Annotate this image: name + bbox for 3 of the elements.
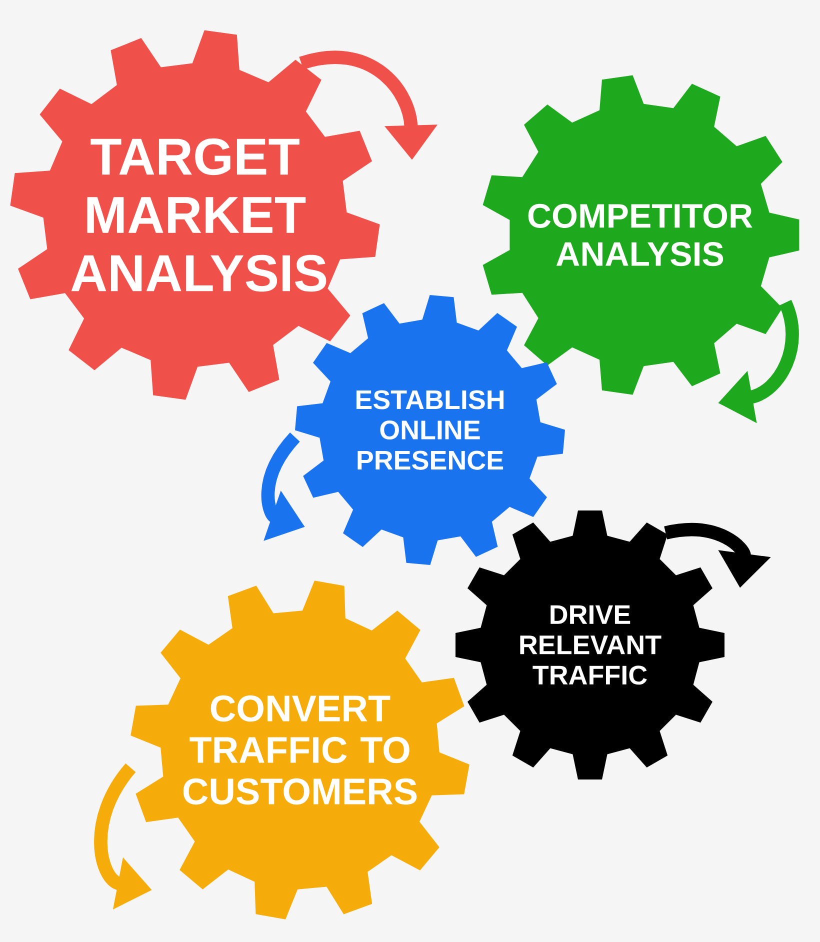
gear: CONVERT TRAFFIC TO CUSTOMERS [130,580,470,920]
gear: DRIVE RELEVANT TRAFFIC [456,510,724,780]
gear: ESTABLISH ONLINE PRESENCE [295,295,565,565]
